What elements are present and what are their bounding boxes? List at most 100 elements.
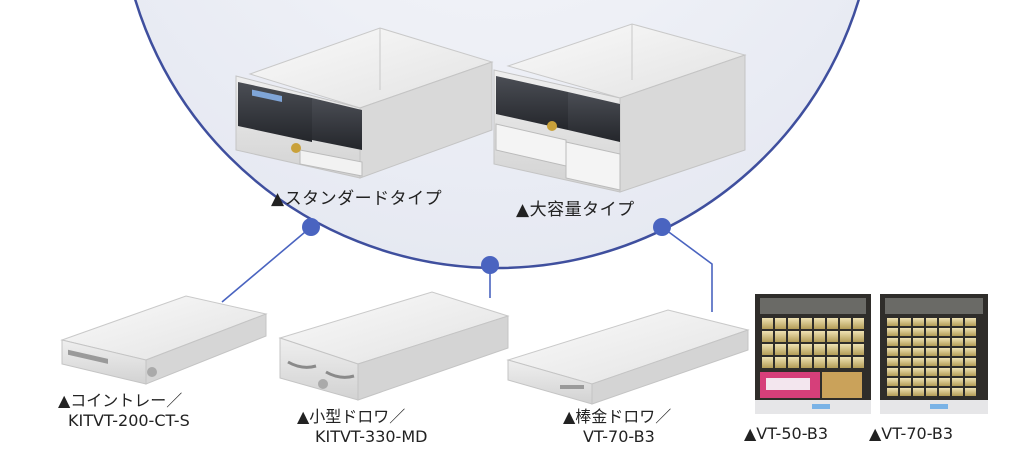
label-coin-tray-name: ▲コイントレー／ bbox=[58, 391, 183, 410]
coin-tube bbox=[926, 358, 937, 366]
coin-tube bbox=[827, 318, 838, 329]
coin-tube bbox=[788, 357, 799, 368]
coin-tube bbox=[814, 318, 825, 329]
standard-machine-image bbox=[235, 27, 494, 179]
coin-tube bbox=[900, 378, 911, 386]
label-small-drawer-model: KITVT-330-MD bbox=[315, 427, 428, 446]
coin-tube bbox=[952, 338, 963, 346]
coin-tube bbox=[913, 318, 924, 326]
coin-tube bbox=[887, 328, 898, 336]
coin-tube bbox=[887, 378, 898, 386]
coin-tube bbox=[926, 338, 937, 346]
coin-tube bbox=[952, 358, 963, 366]
coin-tube bbox=[840, 344, 851, 355]
coin-tube bbox=[926, 348, 937, 356]
small-drawer-image bbox=[278, 291, 510, 401]
coin-tube bbox=[965, 368, 976, 376]
coin-tube bbox=[900, 348, 911, 356]
coin-tube bbox=[887, 388, 898, 396]
coin-tube bbox=[827, 344, 838, 355]
label-small-drawer-name: ▲小型ドロワ／ bbox=[297, 407, 406, 426]
coin-tube bbox=[900, 368, 911, 376]
coin-tube bbox=[887, 358, 898, 366]
coin-tube bbox=[926, 328, 937, 336]
coin-tube bbox=[952, 378, 963, 386]
coin-tube bbox=[965, 388, 976, 396]
coin-tube bbox=[965, 338, 976, 346]
coin-tube bbox=[887, 318, 898, 326]
coin-tube bbox=[926, 388, 937, 396]
label-bar-drawer-model: VT-70-B3 bbox=[583, 427, 655, 446]
coin-tube bbox=[762, 318, 773, 329]
coin-tube bbox=[939, 348, 950, 356]
coin-tube bbox=[762, 344, 773, 355]
bar-coin-drawer-image bbox=[506, 309, 750, 405]
coin-tube bbox=[775, 331, 786, 342]
coin-tube bbox=[965, 328, 976, 336]
label-coin-tray: ▲コイントレー／ KITVT-200-CT-S bbox=[58, 391, 190, 431]
coin-tube bbox=[913, 338, 924, 346]
coin-tube bbox=[827, 331, 838, 342]
coin-tube bbox=[853, 318, 864, 329]
coin-tube bbox=[926, 318, 937, 326]
coin-tube bbox=[939, 368, 950, 376]
coin-tube bbox=[939, 338, 950, 346]
coin-tube bbox=[965, 378, 976, 386]
coin-tube bbox=[814, 344, 825, 355]
coin-tube bbox=[952, 328, 963, 336]
coin-tray-image bbox=[60, 295, 268, 385]
coin-tube bbox=[952, 348, 963, 356]
coin-tube bbox=[775, 357, 786, 368]
connector-bar-drawer bbox=[661, 226, 713, 312]
coin-tube bbox=[939, 388, 950, 396]
coin-tube bbox=[840, 357, 851, 368]
connector-dots bbox=[302, 218, 671, 274]
coin-tube bbox=[913, 358, 924, 366]
coin-tube bbox=[939, 358, 950, 366]
coin-tube bbox=[913, 348, 924, 356]
coin-tube bbox=[762, 357, 773, 368]
dot-small-drawer bbox=[481, 256, 499, 274]
label-large-capacity-type: ▲大容量タイプ bbox=[516, 200, 635, 220]
coin-tube bbox=[965, 348, 976, 356]
coin-tube bbox=[887, 348, 898, 356]
dot-large bbox=[653, 218, 671, 236]
vt-50-b3-photo bbox=[755, 294, 871, 414]
coin-tube bbox=[788, 331, 799, 342]
coin-tube bbox=[939, 378, 950, 386]
coin-tube bbox=[913, 378, 924, 386]
label-vt-50-b3: ▲VT-50-B3 bbox=[744, 424, 829, 443]
label-vt-70-b3: ▲VT-70-B3 bbox=[869, 424, 954, 443]
coin-tube bbox=[887, 338, 898, 346]
coin-tube bbox=[775, 344, 786, 355]
vt-70-b3-photo bbox=[880, 294, 988, 414]
coin-tube bbox=[900, 388, 911, 396]
coin-tube bbox=[952, 368, 963, 376]
coin-tube bbox=[853, 331, 864, 342]
coin-tube bbox=[840, 331, 851, 342]
dot-standard bbox=[302, 218, 320, 236]
coin-tube bbox=[801, 318, 812, 329]
coin-tube bbox=[900, 358, 911, 366]
coin-tube bbox=[913, 368, 924, 376]
coin-tube bbox=[775, 318, 786, 329]
label-small-drawer: ▲小型ドロワ／ KITVT-330-MD bbox=[297, 407, 427, 447]
coin-tube bbox=[853, 357, 864, 368]
coin-tube bbox=[952, 388, 963, 396]
coin-tube bbox=[801, 357, 812, 368]
coin-tube bbox=[965, 318, 976, 326]
coin-tube bbox=[853, 344, 864, 355]
coin-tube bbox=[827, 357, 838, 368]
coin-tube bbox=[801, 331, 812, 342]
coin-tube bbox=[952, 318, 963, 326]
large-capacity-machine-image bbox=[493, 23, 747, 193]
coin-tube bbox=[887, 368, 898, 376]
coin-tube bbox=[926, 368, 937, 376]
coin-tube bbox=[900, 318, 911, 326]
connector-coin-tray bbox=[221, 226, 312, 303]
coin-tube bbox=[900, 338, 911, 346]
coin-tube bbox=[801, 344, 812, 355]
coin-tube bbox=[814, 331, 825, 342]
